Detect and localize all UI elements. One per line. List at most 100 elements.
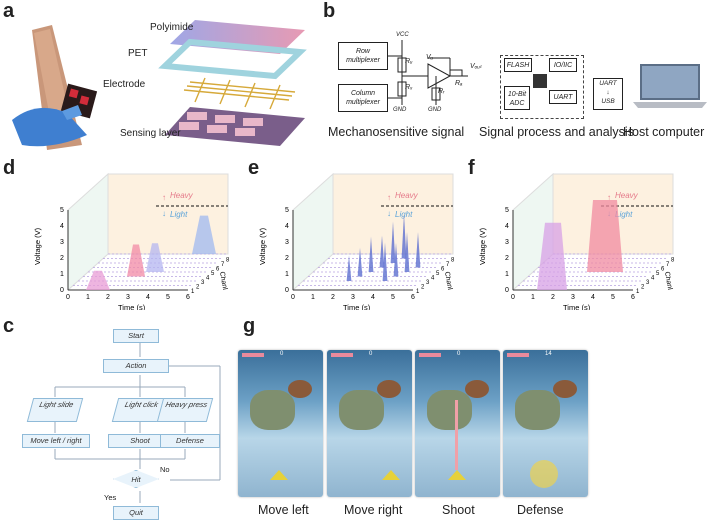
signal-spike — [390, 221, 396, 263]
signal-spike — [346, 255, 352, 281]
label-gnd-2: GND — [428, 107, 442, 113]
panel-letter-g: g — [243, 315, 256, 337]
x-tick-label: 1 — [86, 294, 90, 301]
flow-move: Move left / right — [22, 434, 90, 448]
row-multiplexer-box: Row multiplexer — [338, 42, 388, 70]
y-tick-label: 5 — [505, 207, 509, 214]
x-axis-label: Time (s) — [118, 303, 146, 310]
laptop-icon — [633, 64, 707, 108]
up-arrow-icon: ↑ — [607, 193, 611, 202]
shield-bubble — [530, 460, 558, 488]
channel-tick-label: 6 — [661, 267, 665, 273]
panel-letter-c: c — [3, 315, 15, 337]
channel-tick-label: 7 — [221, 262, 225, 268]
x-tick-label: 0 — [66, 294, 70, 301]
caption-signal-process: Signal process and analysis — [479, 125, 634, 139]
up-arrow-icon: ↑ — [387, 193, 391, 202]
caption-shoot: Shoot — [442, 503, 475, 517]
light-label: Light — [615, 210, 633, 219]
label-ru: Rᵤ — [405, 58, 413, 65]
caption-move-left: Move left — [258, 503, 309, 517]
channel-tick-label: 6 — [216, 267, 220, 273]
y-tick-label: 5 — [60, 207, 64, 214]
boss-sprite — [427, 390, 472, 430]
side-wall — [292, 172, 334, 292]
y-tick-label: 0 — [60, 287, 64, 294]
player-ship — [270, 470, 288, 480]
y-tick-label: 4 — [505, 223, 509, 230]
health-bar — [507, 353, 529, 357]
asteroid-sprite — [553, 380, 577, 398]
y-tick-label: 3 — [505, 239, 509, 246]
caption-host-computer: Host computer — [623, 125, 705, 139]
game-screen-shoot: 0 — [415, 350, 500, 497]
y-tick-label: 3 — [285, 239, 289, 246]
score-label: 0 — [280, 351, 284, 357]
label-rf: Rᵣ — [438, 88, 445, 95]
channel-tick-label: 5 — [656, 271, 660, 277]
channel-tick-label: 2 — [421, 285, 425, 291]
x-tick-label: 3 — [126, 294, 130, 301]
x-tick-label: 5 — [391, 294, 395, 301]
game-screen-move-right: 0 — [327, 350, 412, 497]
x-tick-label: 2 — [106, 294, 110, 301]
boss-sprite — [515, 390, 560, 430]
y-tick-label: 2 — [285, 255, 289, 262]
chart-f: 1234567890123456012345Time (s)Voltage (V… — [478, 172, 675, 310]
channel-tick-label: 3 — [646, 280, 650, 286]
caption-mechanosensitive: Mechanosensitive signal — [328, 125, 465, 139]
channel-tick-label: 5 — [211, 271, 215, 277]
channel-tick-label: 7 — [446, 262, 450, 268]
x-tick-label: 6 — [631, 294, 635, 301]
heavy-label: Heavy — [395, 191, 419, 200]
x-tick-label: 0 — [511, 294, 515, 301]
signal-peak — [537, 222, 567, 290]
arrow-down-icon: ↓ — [606, 89, 610, 96]
channel-tick-label: 3 — [201, 280, 205, 286]
channel-tick-label: 1 — [636, 289, 640, 295]
signal-spike — [379, 235, 385, 268]
x-tick-label: 6 — [411, 294, 415, 301]
label-sensing-layer: Sensing layer — [120, 128, 181, 139]
y-tick-label: 4 — [60, 223, 64, 230]
heavy-label: Heavy — [170, 191, 194, 200]
game-screen-move-left: 0 — [238, 350, 323, 497]
y-tick-label: 1 — [60, 271, 64, 278]
label-electrode: Electrode — [103, 79, 146, 90]
arm-photo — [12, 25, 98, 150]
x-tick-label: 5 — [166, 294, 170, 301]
y-tick-label: 3 — [60, 239, 64, 246]
boss-sprite — [339, 390, 384, 430]
x-tick-label: 6 — [186, 294, 190, 301]
channel-tick-label: 3 — [426, 280, 430, 286]
label-vu: Vᵤ — [426, 54, 434, 61]
flow-hit: Hit — [113, 470, 159, 488]
caption-defense: Defense — [517, 503, 564, 517]
heavy-label: Heavy — [615, 191, 639, 200]
y-tick-label: 2 — [60, 255, 64, 262]
health-bar — [331, 353, 353, 357]
signal-peak — [86, 270, 110, 290]
x-tick-label: 2 — [331, 294, 335, 301]
up-arrow-icon: ↑ — [162, 193, 166, 202]
panel-letter-b: b — [323, 0, 336, 22]
x-tick-label: 5 — [611, 294, 615, 301]
asteroid-sprite — [288, 380, 312, 398]
channel-tick-label: 7 — [666, 262, 670, 268]
flow-light-slide: Light slide — [26, 398, 84, 422]
mcu-adc: 10-Bit ADC — [504, 86, 530, 110]
label-polyimide: Polyimide — [150, 22, 194, 33]
channel-tick-label: 8 — [226, 258, 230, 264]
x-tick-label: 1 — [531, 294, 535, 301]
signal-spike — [368, 236, 374, 272]
flow-heavy-press: Heavy press — [156, 398, 214, 422]
x-tick-label: 2 — [551, 294, 555, 301]
x-tick-label: 1 — [311, 294, 315, 301]
health-bar — [419, 353, 441, 357]
asteroid-sprite — [377, 380, 401, 398]
y-tick-label: 0 — [285, 287, 289, 294]
panel-letter-f: f — [468, 157, 475, 179]
boss-sprite — [250, 390, 295, 430]
flow-yes-label: Yes — [104, 493, 117, 502]
label-ra: Rₐ — [455, 80, 463, 87]
